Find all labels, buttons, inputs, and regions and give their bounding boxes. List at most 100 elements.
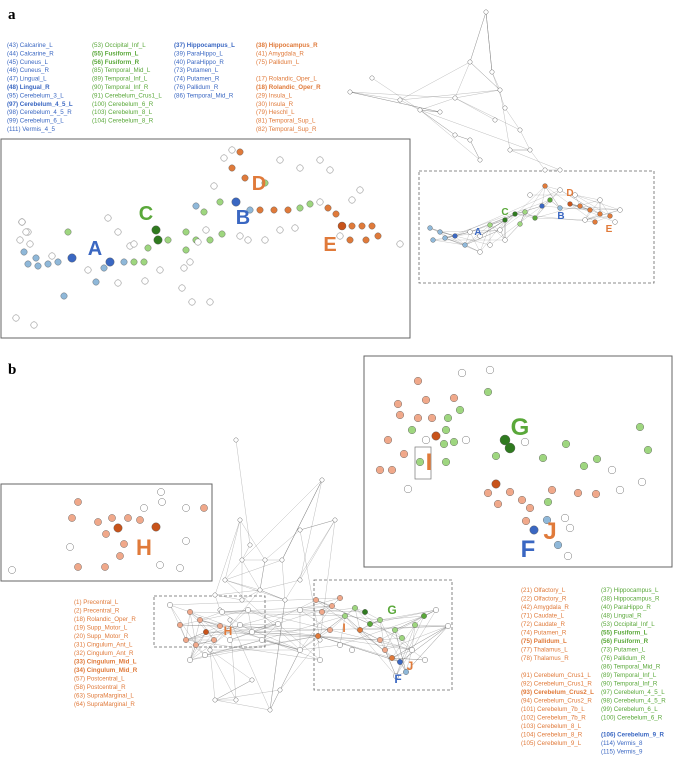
node [392,627,398,633]
edge [179,624,221,627]
node [422,436,431,445]
legend-a-item: (55) Fusiform_L [92,50,139,57]
node [228,164,236,172]
edge [419,109,441,113]
node [74,563,82,571]
edge [317,635,413,651]
legend-b-item: (115) Vermis_9 [601,749,643,756]
edge [279,649,301,691]
edge [579,205,621,211]
legend-b-item: (56) Fusiform_R [601,638,649,645]
edge [259,579,301,591]
legend-b-item: (18) Rolandic_Oper_R [74,616,136,623]
node [140,504,148,512]
node [92,278,100,286]
legend-a-item: (103) Cerebelum_8_L [92,109,153,116]
node [206,236,214,244]
edge [499,211,526,231]
node [108,514,116,522]
edge [299,519,336,581]
node [417,107,423,113]
node [337,595,343,601]
edge [485,11,493,73]
edge [499,213,516,231]
node [456,406,465,415]
node [572,192,578,198]
node [399,635,405,641]
node [566,524,575,533]
node [357,627,363,633]
legend-b-item: (19) Supp_Motor_L [74,625,128,632]
edge [235,439,251,546]
legend-a-item: (56) Fusiform_R [92,59,140,66]
node [483,9,489,15]
edge [209,649,253,681]
node [54,258,62,266]
label-i-zoom: I [426,449,433,476]
zoom-panel-gij [363,355,673,568]
node [316,198,324,206]
node [239,597,245,603]
edge [395,624,416,677]
legend-a-item: (74) Putamen_R [174,76,220,83]
legend-b-item: (114) Vermis_8 [601,740,643,747]
edge [519,185,546,225]
node [452,132,458,138]
node [228,146,236,154]
node [249,677,255,683]
node [527,147,533,153]
legend-b-item: (100) Cerebelum_6_R [601,715,663,722]
edge [534,199,551,219]
edge [574,194,621,211]
edge [214,699,271,711]
edge [321,611,346,617]
node [151,522,161,532]
edge [241,479,323,561]
edge [479,219,506,253]
legend-b-item: (104) Cerebelum_8_R [521,732,583,739]
legend-a-item: (85) Temporal_Mid_L [92,67,151,74]
edge [379,639,413,651]
node [348,196,356,204]
legend-a-item: (43) Calcarine_L [7,42,53,49]
edge [261,615,346,641]
edge [179,609,249,626]
node [362,609,368,615]
node [297,607,303,613]
node [486,366,495,375]
node [382,647,388,653]
bracket-i [414,446,432,480]
node [315,633,321,639]
node [151,225,161,235]
label-a: A [88,238,102,260]
node [18,218,26,226]
node [368,222,376,230]
edge [514,213,536,219]
node [316,156,324,164]
node [249,629,255,635]
legend-b-item: (106) Cerebelum_9_R [601,732,664,739]
node [257,587,263,593]
edge [489,224,506,241]
node [487,222,493,228]
edge [299,644,341,651]
edge [239,519,266,561]
label-d: D [252,173,266,195]
label-j-zoom: J [543,518,556,545]
legend-a-item: (48) Lingual_R [7,84,50,91]
node [178,284,186,292]
node [529,525,539,535]
node [114,228,122,236]
node [422,657,428,663]
legend-a-item: (38) Hippocampus_R [256,42,318,49]
node [156,561,164,569]
edge [299,609,331,631]
node [384,436,393,445]
edge [439,231,491,246]
edge [444,237,466,246]
legend-a-item: (47) Lingual_L [7,76,47,83]
node [313,597,319,603]
node [296,204,304,212]
node [504,442,516,454]
node [237,622,243,628]
